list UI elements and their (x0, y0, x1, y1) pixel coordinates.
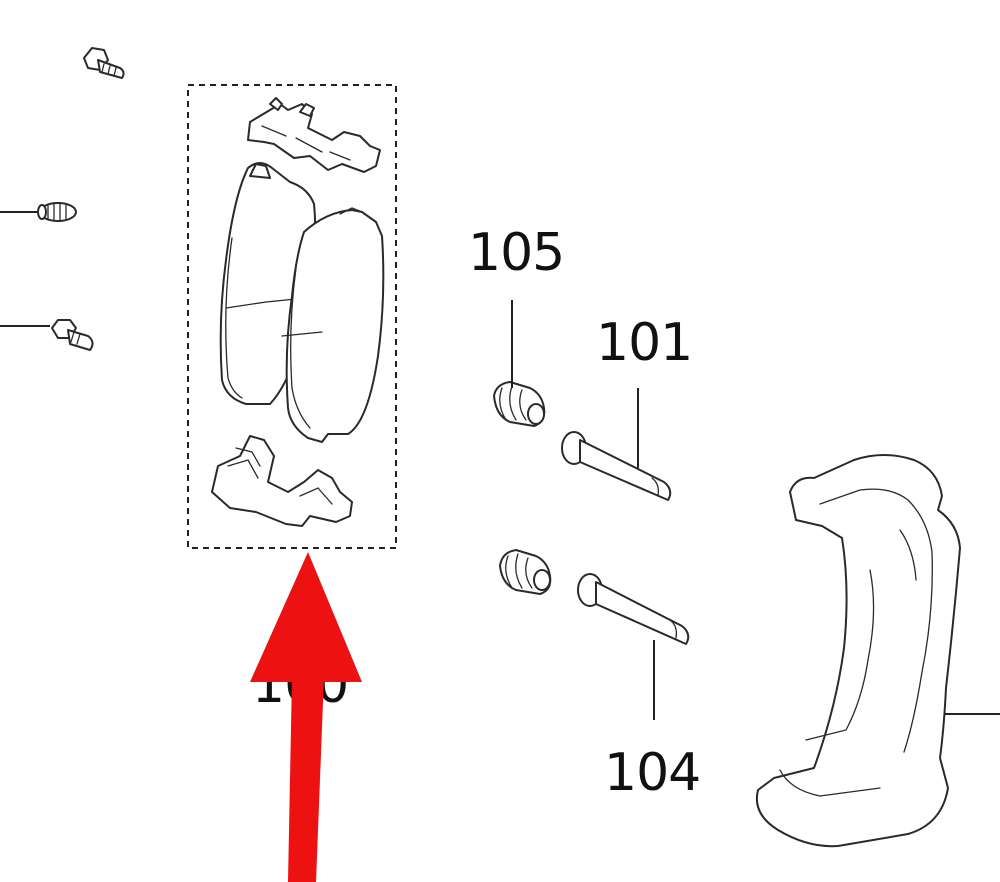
part-label-104: 104 (604, 743, 700, 803)
caliper-bracket-icon[interactable] (756, 454, 1000, 848)
slide-pin-icon[interactable] (561, 431, 672, 501)
part-label-101: 101 (596, 313, 692, 373)
slide-pin-icon[interactable] (577, 573, 690, 645)
pad-clip-icon[interactable] (211, 435, 353, 527)
anti-squeal-shim-icon[interactable] (247, 97, 381, 173)
dust-boot-icon[interactable] (499, 549, 552, 595)
pointer-arrow-icon (250, 552, 362, 882)
pad-kit-outline (187, 84, 397, 549)
bolt-icon[interactable] (0, 319, 94, 351)
brake-pad-icon[interactable] (281, 207, 385, 443)
part-label-105: 105 (468, 223, 564, 283)
dust-boot-icon[interactable] (493, 381, 546, 427)
bleeder-screw-icon[interactable] (0, 202, 77, 222)
bolt-icon[interactable] (83, 47, 125, 79)
